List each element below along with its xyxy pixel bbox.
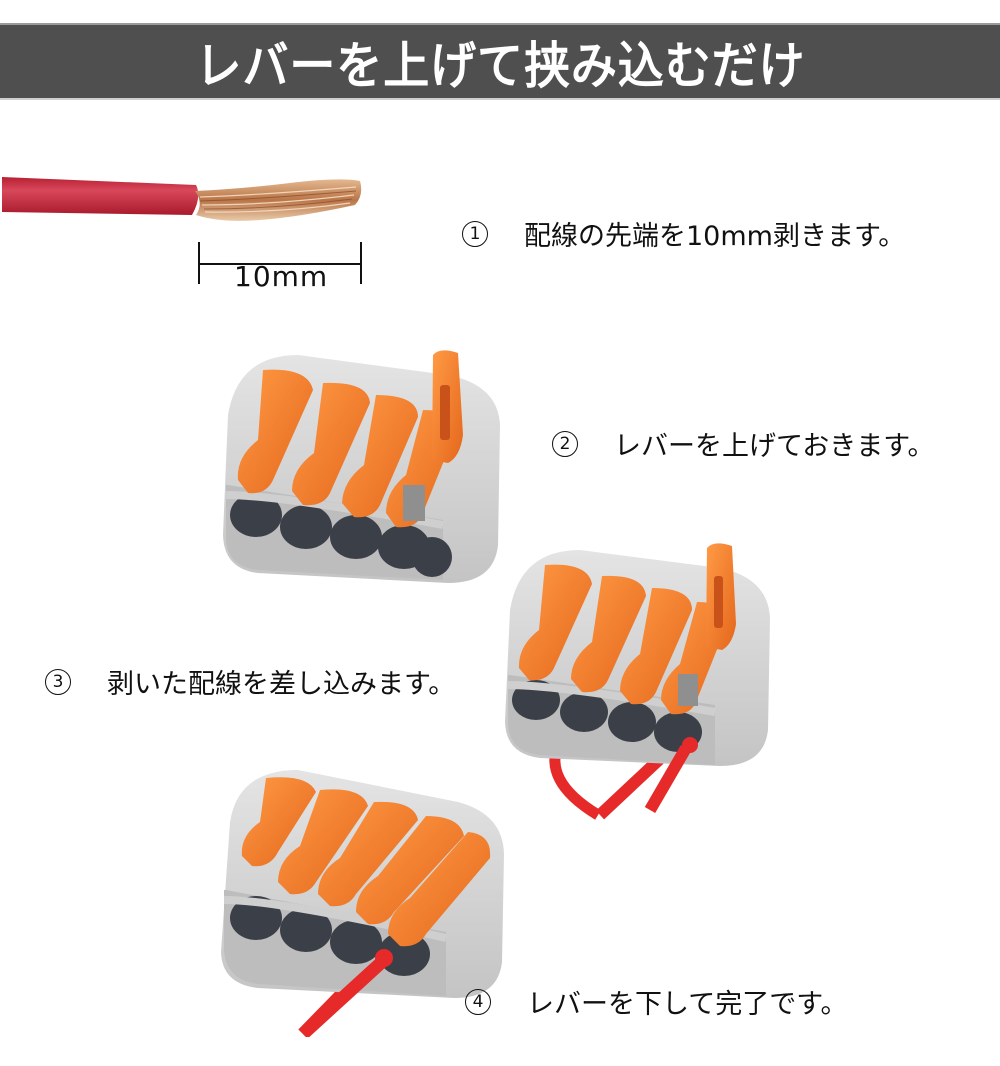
measure-label: 10mm — [234, 260, 329, 293]
measurement-bracket — [198, 234, 362, 284]
step-2: 2 レバーを上げておきます。 — [552, 424, 935, 463]
step-4: 4 レバーを下して完了です。 — [465, 982, 848, 1021]
step-number: 2 — [552, 430, 578, 457]
step-text: 配線の先端を10mm剥きます。 — [524, 221, 906, 252]
step-3: 3 剥いた配線を差し込みます。 — [45, 662, 455, 701]
measure-bar — [198, 263, 362, 265]
connector-lever-up-image — [223, 350, 500, 583]
stripped-wire-image — [2, 177, 362, 221]
step-number: 1 — [462, 220, 488, 247]
step-number: 3 — [45, 668, 71, 695]
step-number: 4 — [465, 988, 491, 1015]
connector-lever-down-image — [221, 770, 504, 1037]
title-banner: レバーを上げて挟み込むだけ — [0, 23, 1000, 100]
step-text: 剥いた配線を差し込みます。 — [107, 669, 456, 700]
step-1: 1 配線の先端を10mm剥きます。 — [462, 214, 905, 253]
measure-tick-right — [360, 242, 362, 284]
banner-title: レバーを上げて挟み込むだけ — [195, 36, 805, 95]
step-text: レバーを上げておきます。 — [614, 431, 935, 462]
step-text: レバーを下して完了です。 — [527, 989, 848, 1020]
connector-wire-inserted-image — [505, 543, 770, 820]
